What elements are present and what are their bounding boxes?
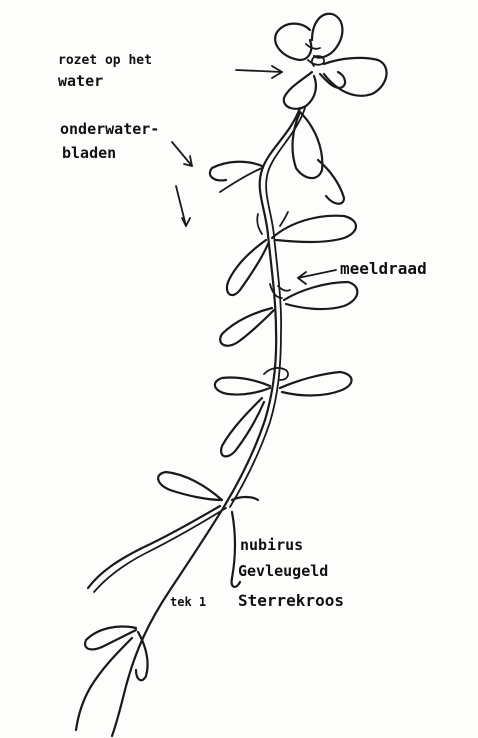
underwater-arrow-2: [176, 186, 186, 226]
leaf-pair-3: [220, 282, 357, 346]
underwater-label-line1: onderwater-: [60, 120, 159, 138]
leaf-pair-6: [76, 627, 148, 731]
rosette-label-line2: water: [58, 72, 103, 90]
rosette-label-line1: rozet op het: [58, 53, 152, 68]
handwritten-labels: rozet op het water onderwater- bladen me…: [58, 53, 427, 610]
underwater-arrow-2-head: [182, 218, 190, 226]
underwater-arrow-1: [172, 142, 192, 166]
leaf-pair-4: [215, 368, 352, 456]
signature-line2: Gevleugeld: [238, 562, 328, 580]
caption-prefix: tek 1: [170, 595, 206, 609]
rosette-leaves: [275, 14, 386, 109]
caption-name: Sterrekroos: [238, 591, 344, 610]
rosette-arrow: [236, 70, 282, 72]
signature-line1: nubirus: [240, 536, 303, 554]
stamen-label: meeldraad: [340, 259, 427, 278]
leaf-pair-2: [227, 212, 356, 298]
main-stem: [112, 108, 305, 736]
leaf-pair-1: [210, 112, 344, 204]
underwater-label-line2: bladen: [62, 144, 116, 162]
